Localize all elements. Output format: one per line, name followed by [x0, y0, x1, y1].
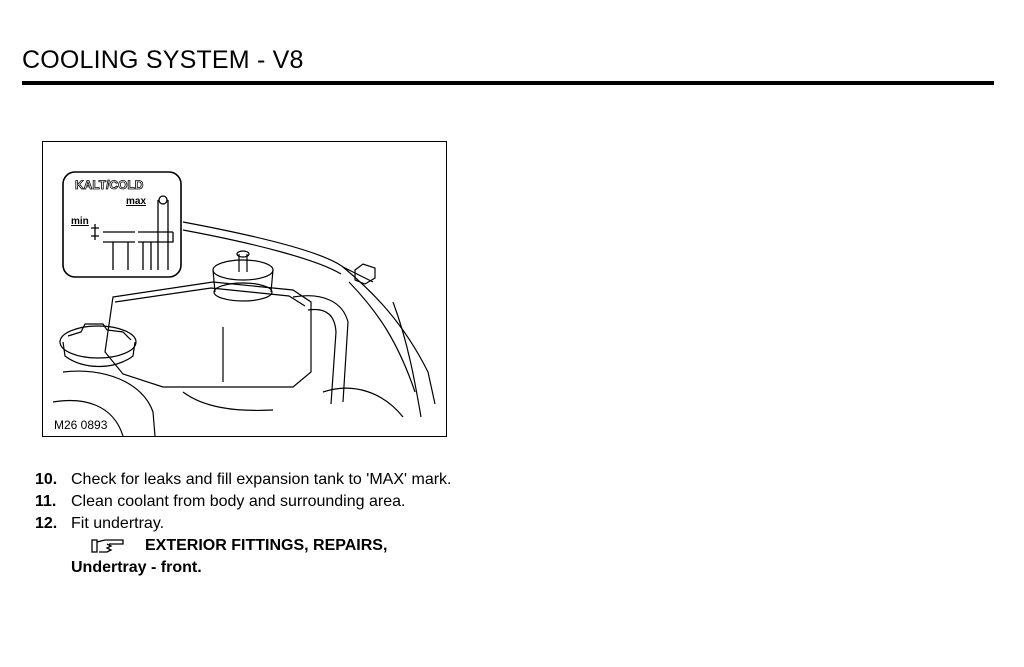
title-rule [22, 81, 994, 85]
coolant-tank-drawing: KALT/COLD max min [52, 171, 436, 436]
step-text: Check for leaks and fill expansion tank … [71, 471, 452, 488]
cross-reference-subtitle: Undertray - front. [71, 559, 202, 576]
page-title: COOLING SYSTEM - V8 [22, 46, 304, 74]
engine-illustration: KALT/COLD max min M26 0893 [42, 141, 447, 437]
step-number: 12. [35, 515, 58, 532]
inset-min-label: min [71, 216, 89, 227]
step-number: 10. [35, 471, 58, 488]
step-12: 12. Fit undertray. [35, 513, 475, 535]
cross-reference-title: EXTERIOR FITTINGS, REPAIRS, [145, 537, 388, 554]
pointing-hand-icon [91, 539, 124, 553]
step-text: Fit undertray. [71, 515, 165, 532]
inset-max-label: max [126, 196, 146, 207]
cross-reference[interactable]: EXTERIOR FITTINGS, REPAIRS, [35, 535, 475, 557]
step-11: 11. Clean coolant from body and surround… [35, 491, 475, 513]
figure-reference: M26 0893 [53, 418, 109, 432]
step-10: 10. Check for leaks and fill expansion t… [35, 469, 475, 491]
step-text: Clean coolant from body and surrounding … [71, 493, 406, 510]
step-number: 11. [35, 493, 57, 510]
inset-level-label: KALT/COLD [75, 178, 144, 192]
procedure-steps: 10. Check for leaks and fill expansion t… [35, 469, 475, 579]
